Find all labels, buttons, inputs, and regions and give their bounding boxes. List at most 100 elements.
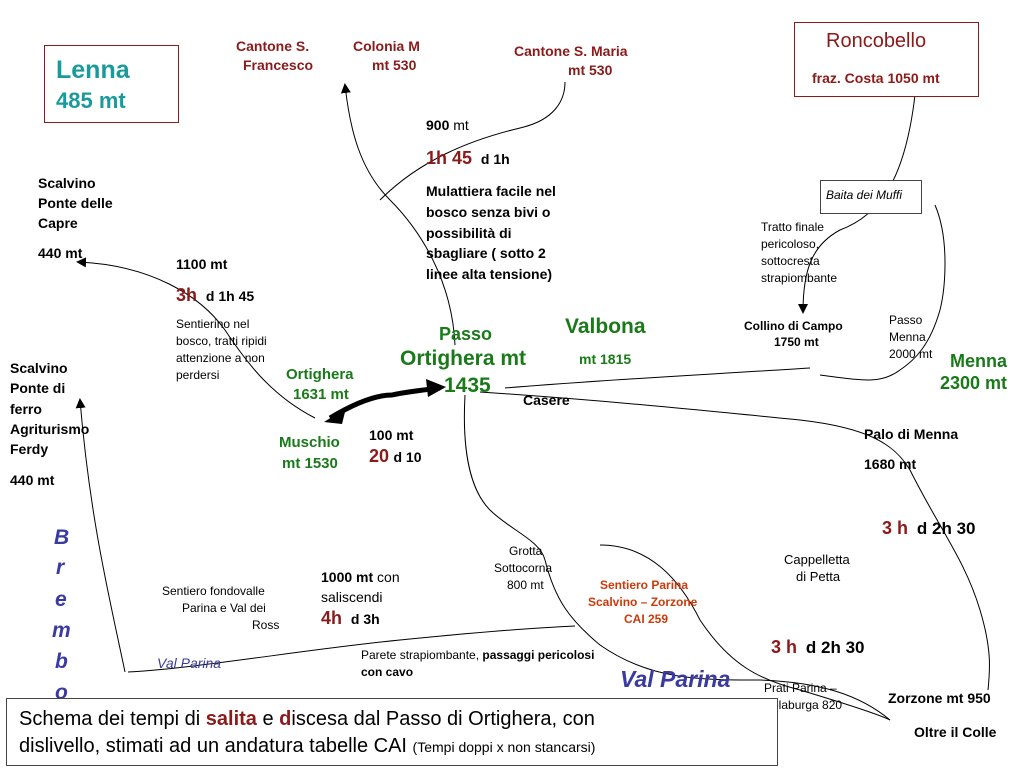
route-north-desc2: bosco senza bivi o <box>426 204 551 220</box>
scalvino-ferro-l3: ferro <box>10 401 42 417</box>
lenna-altitude: 485 mt <box>56 88 126 113</box>
colonia-line1: Colonia M <box>353 38 420 54</box>
scalvino-ferro-l1: Scalvino <box>10 360 68 376</box>
brembo-letter-1: B <box>54 526 70 549</box>
path-sentiero-parina <box>599 544 891 721</box>
grotta-l1: Grotta <box>509 544 543 558</box>
brembo-letter-4: m <box>52 619 71 642</box>
path-passo-to-collino <box>504 367 811 389</box>
path-fondovalle <box>75 398 126 673</box>
collino-l2: 1750 mt <box>774 335 819 349</box>
grotta-l3: 800 mt <box>507 578 544 592</box>
route-south-l2: saliscendi <box>321 589 383 605</box>
brembo-letter-5: b <box>55 650 68 673</box>
caption-line1: Schema dei tempi di salita e discesa dal… <box>19 708 595 730</box>
cantone-maria-line2: mt 530 <box>568 62 613 78</box>
passo-menna-l2: Menna <box>889 330 926 344</box>
scalvino-capre-l3: Capre <box>38 215 78 231</box>
route-west-altitude: 1100 mt <box>176 256 228 272</box>
collino-l1: Collino di Campo <box>744 319 843 333</box>
ortighera-name: Ortighera <box>286 366 354 383</box>
path-grotta-to-zorzone <box>544 559 891 721</box>
route-west-desc3: attenzione a non <box>176 351 265 365</box>
route-north-desc5: linee alta tensione) <box>426 266 553 282</box>
route-muschio-times: 20 d 10 <box>369 446 422 466</box>
route-north-times: 1h 45 d 1h <box>426 148 510 168</box>
val-parina-small: Val Parina <box>157 655 222 671</box>
roncobello-name: Roncobello <box>826 30 927 52</box>
baita-box <box>820 180 922 214</box>
val-parina-big: Val Parina <box>620 666 731 692</box>
cappelletta-l2: di Petta <box>796 569 841 584</box>
route-north-desc3: possibilità di <box>426 225 512 241</box>
path-roncobello-to-collino <box>798 94 916 314</box>
lenna-name: Lenna <box>56 56 130 84</box>
route-north-desc1: Mulattiera facile nel <box>426 183 556 199</box>
roncobello-sub: fraz. Costa 1050 mt <box>812 70 940 86</box>
scalvino-ferro-l2: Ponte di <box>10 380 66 396</box>
scalvino-capre-l2: Ponte delle <box>38 195 113 211</box>
tratto-l2: pericoloso, <box>761 237 820 251</box>
path-valparina-bottom <box>127 625 576 673</box>
menna-altitude: 2300 mt <box>940 373 1008 393</box>
palo-altitude: 1680 mt <box>864 456 917 472</box>
oltre-label: Oltre il Colle <box>914 724 997 740</box>
path-passo-to-grotta <box>463 394 546 561</box>
passo-menna-l1: Passo <box>889 313 923 327</box>
path-muschio-passo <box>328 385 441 421</box>
menna-name: Menna <box>950 351 1008 371</box>
route-west-desc1: Sentierino nel <box>176 317 250 331</box>
arrowhead-left <box>324 408 346 424</box>
valbona-altitude: mt 1815 <box>579 351 632 367</box>
path-ortighera-to-capre <box>76 257 316 419</box>
scalvino-ferro-alt: 440 mt <box>10 472 55 488</box>
arrowhead-right <box>426 379 446 397</box>
colonia-line2: mt 530 <box>372 57 417 73</box>
sentiero-parina-l2: Scalvino – Zorzone <box>588 595 698 609</box>
route-muschio-altitude: 100 mt <box>369 427 414 443</box>
path-passo-to-palo <box>479 391 991 691</box>
zorzone-label: Zorzone mt 950 <box>888 690 991 706</box>
fondovalle-l3: Ross <box>252 618 280 632</box>
passo-line2: Ortighera mt <box>400 347 527 370</box>
valbona-name: Valbona <box>565 315 646 338</box>
muschio-name: Muschio <box>279 434 340 451</box>
parete-line1: Parete strapiombante, passaggi pericolos… <box>361 648 595 662</box>
route-south-altitude: 1000 mt con <box>321 569 400 585</box>
fondovalle-l2: Parina e Val dei <box>182 601 266 615</box>
baita-label: Baita dei Muffi <box>826 188 903 202</box>
cantone-maria-line1: Cantone S. Maria <box>514 43 628 59</box>
tratto-l4: strapiombante <box>761 271 838 285</box>
caption-line2: dislivello, stimati ad un andatura tabel… <box>19 735 596 757</box>
prati-l1: Prati Parina – <box>764 681 837 695</box>
path-branch-to-maria <box>379 81 566 201</box>
tratto-l1: Tratto finale <box>761 220 824 234</box>
route-west-times: 3h d 1h 45 <box>176 285 255 305</box>
sentiero-parina-l3: CAI 259 <box>624 612 669 626</box>
lenna-box <box>44 45 179 123</box>
route-south-times: 4h d 3h <box>321 608 380 628</box>
tratto-l3: sottocresta <box>761 254 820 268</box>
ortighera-altitude: 1631 mt <box>293 386 349 403</box>
scalvino-capre-alt: 440 mt <box>38 245 83 261</box>
caption-box: Schema dei tempi di salita e discesa dal… <box>6 698 778 766</box>
brembo-letter-2: r <box>56 556 65 579</box>
fondovalle-l1: Sentiero fondovalle <box>162 584 265 598</box>
route-east1-times: 3 h d 2h 30 <box>882 518 976 538</box>
scalvino-capre-l1: Scalvino <box>38 175 96 191</box>
palo-name: Palo di Menna <box>864 426 959 442</box>
cappelletta-l1: Cappelletta <box>784 552 850 567</box>
parete-line2: con cavo <box>361 665 414 679</box>
muschio-altitude: mt 1530 <box>282 455 338 472</box>
passo-line3: 1435 <box>444 374 491 397</box>
grotta-l2: Sottocorna <box>494 561 553 575</box>
passo-menna-l3: 2000 mt <box>889 347 933 361</box>
path-menna-ridge <box>819 204 946 381</box>
brembo-letter-3: e <box>55 588 67 611</box>
prati-l2: Pelaburga 820 <box>764 698 843 712</box>
path-passo-to-francesco <box>340 83 456 346</box>
scalvino-ferro-l5: Ferdy <box>10 441 49 457</box>
roncobello-box <box>794 22 979 97</box>
cantone-francesco-line2: Francesco <box>243 57 314 73</box>
